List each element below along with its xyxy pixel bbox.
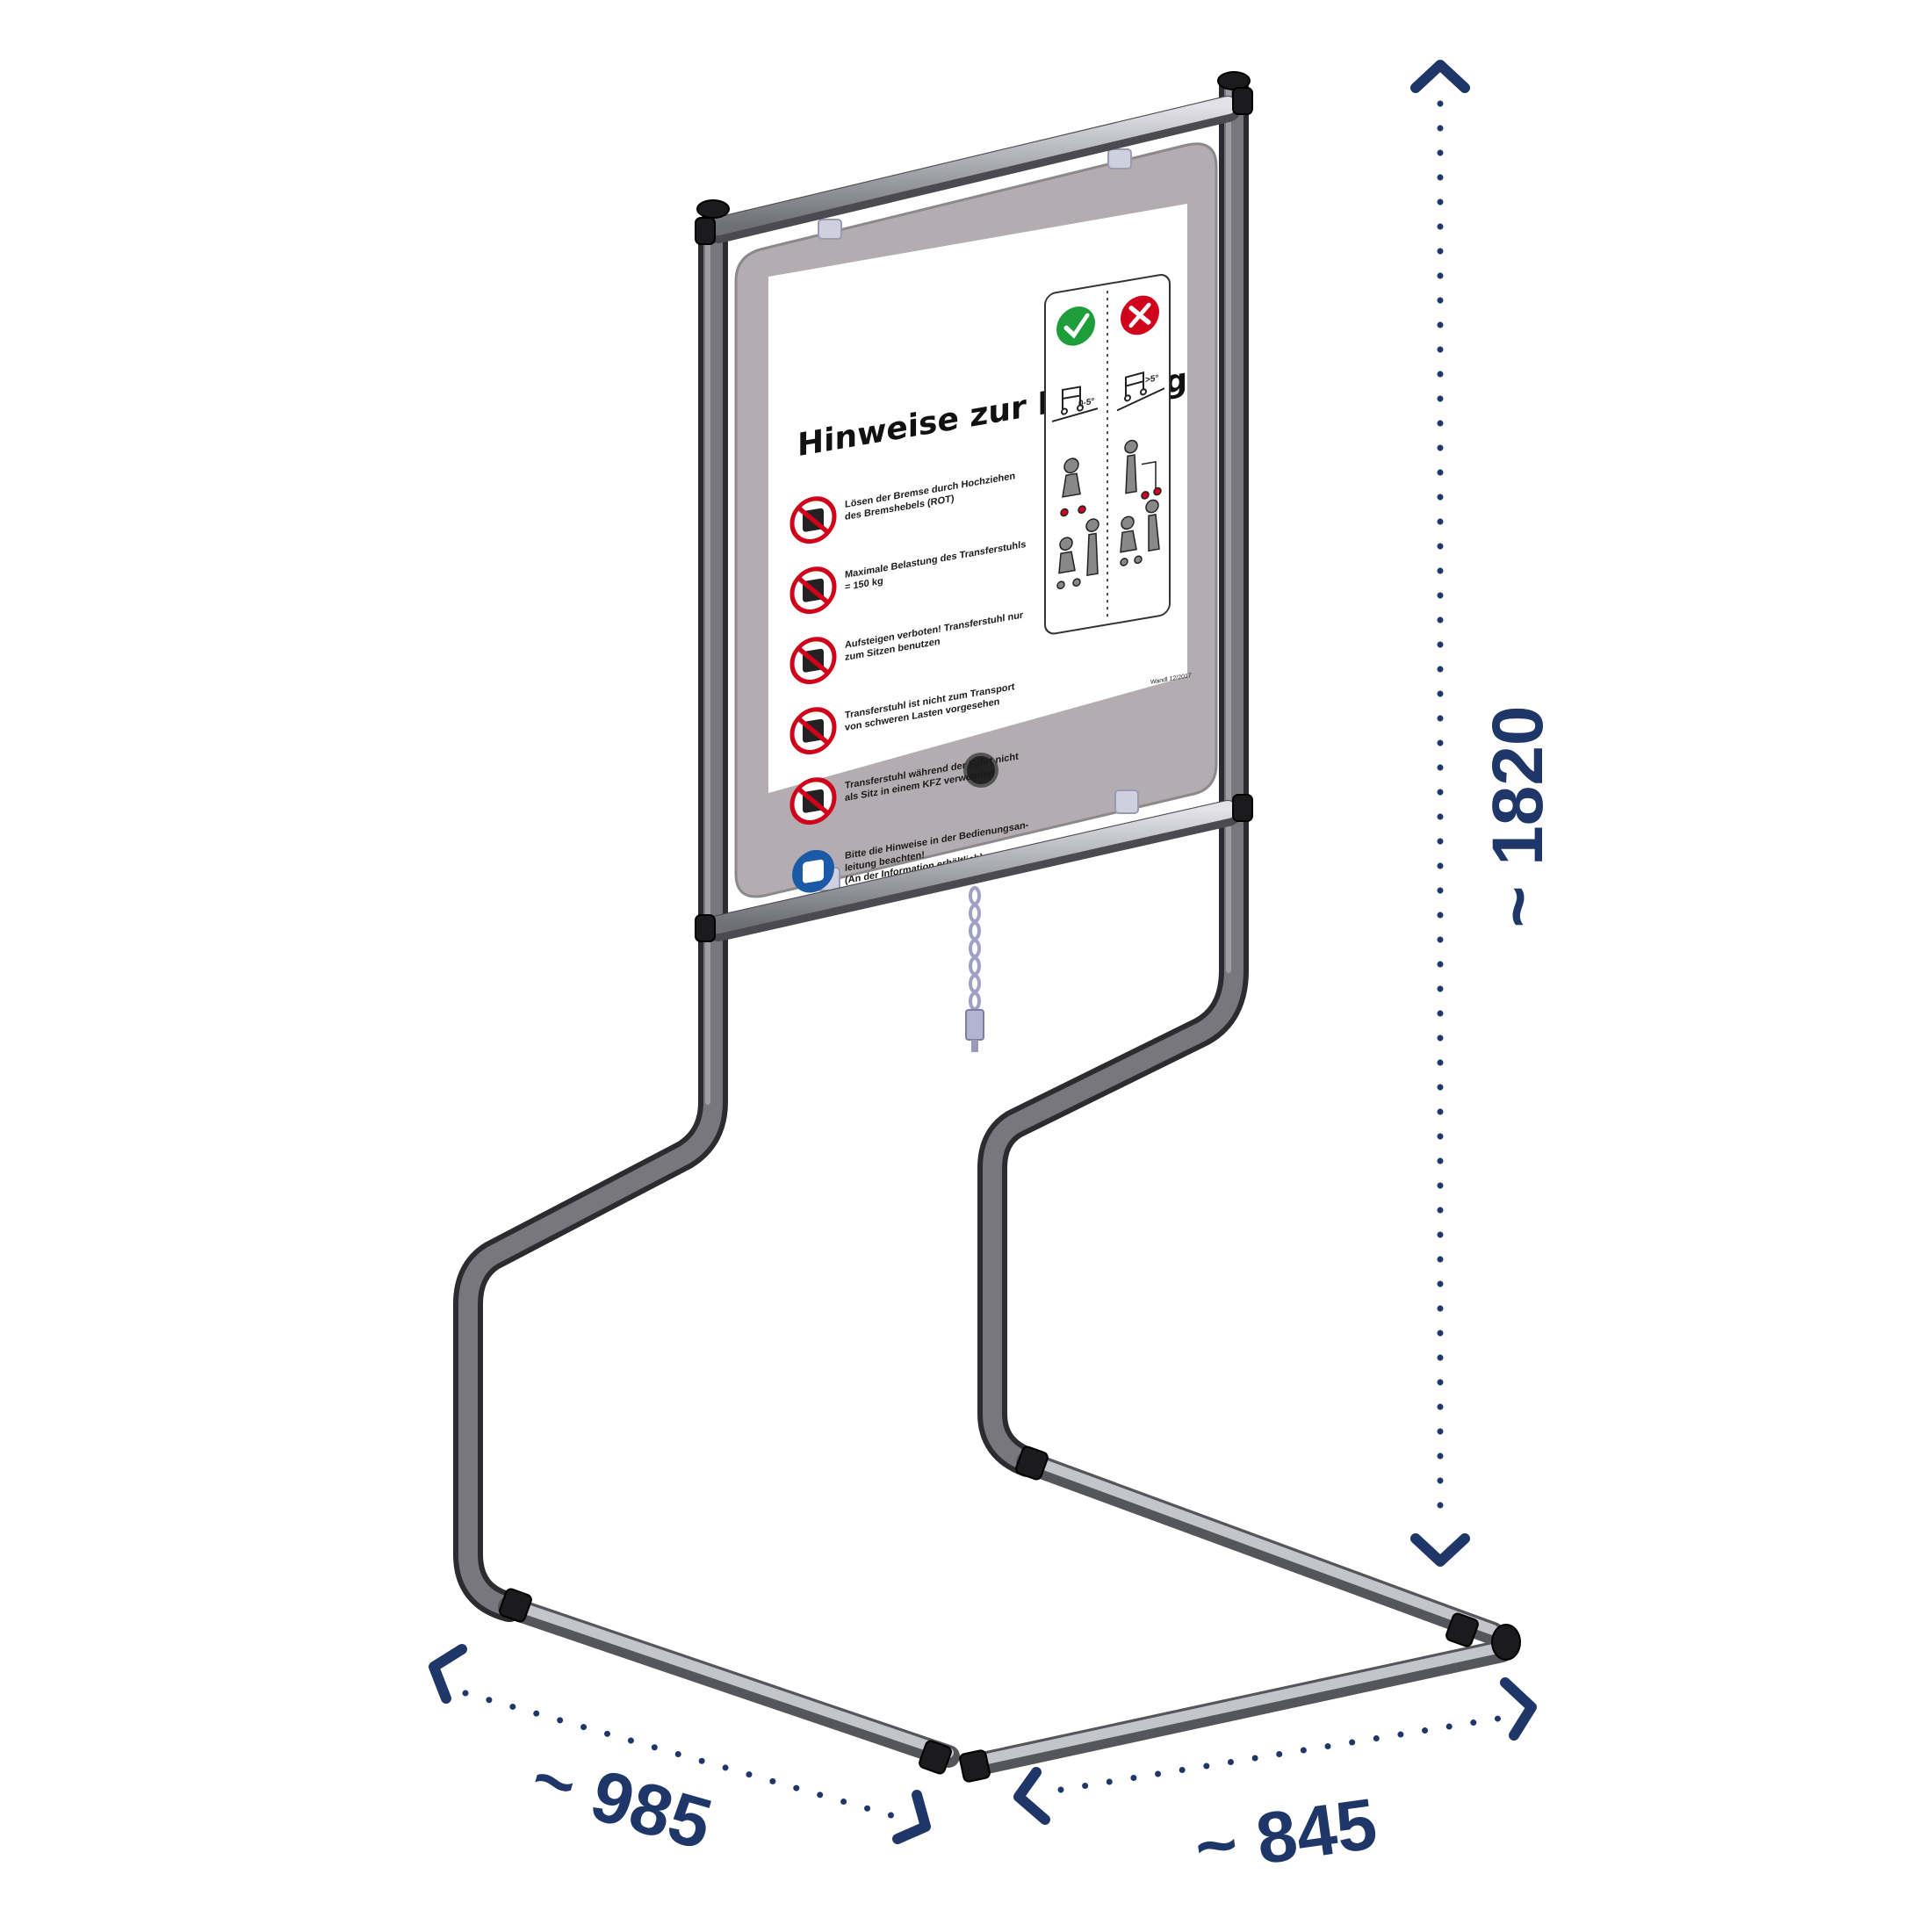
width-dotted-line xyxy=(1057,1714,1507,1793)
check-icon xyxy=(1056,306,1095,346)
height-bottom-arrow-icon xyxy=(1410,1533,1470,1567)
standing-person-not-ok-icon xyxy=(1124,439,1162,500)
lock-hole xyxy=(963,753,998,788)
cap xyxy=(1491,1624,1521,1661)
height-top-arrow-icon xyxy=(1410,60,1470,93)
slope-ok-label: 0-5° xyxy=(1078,397,1094,409)
no-vehicle-seat-icon xyxy=(789,777,837,825)
lower-bar-highlight xyxy=(710,801,1236,934)
depth-right-arrow-icon xyxy=(892,1790,931,1844)
cap xyxy=(695,217,716,245)
mount-tab xyxy=(1107,148,1132,169)
cap xyxy=(1015,1445,1049,1481)
brake-lever-prohibition-icon xyxy=(789,496,837,544)
slope-not-ok-icon xyxy=(1116,371,1165,412)
depth-left-arrow-icon xyxy=(429,1644,467,1704)
read-manual-icon xyxy=(792,849,834,893)
width-dimension: ~ 845 xyxy=(1013,1677,1537,1888)
mount-tab xyxy=(1114,789,1139,814)
cap xyxy=(959,1749,991,1783)
width-left-arrow-icon xyxy=(1013,1767,1050,1825)
pushing-assistant-ok-icon xyxy=(1056,518,1099,590)
cap xyxy=(1445,1612,1479,1647)
no-standing-icon xyxy=(789,637,837,685)
depth-dimension: ~ 985 xyxy=(429,1644,931,1865)
cap xyxy=(696,199,730,219)
max-load-150kg-icon xyxy=(789,566,837,615)
cap xyxy=(1232,794,1253,822)
chain-pin xyxy=(965,1009,984,1041)
seated-person-ok-icon xyxy=(1060,458,1086,517)
width-label: ~ 845 xyxy=(1190,1784,1381,1888)
top-bar-highlight xyxy=(710,97,1236,235)
sign-bars xyxy=(705,96,1241,941)
cap xyxy=(695,914,716,942)
cap xyxy=(499,1588,532,1623)
depth-label: ~ 985 xyxy=(523,1738,720,1865)
cap xyxy=(919,1740,952,1775)
cap xyxy=(1232,87,1253,115)
no-heavy-load-icon xyxy=(789,707,837,755)
comparison-panel: 0-5° >5° xyxy=(1044,274,1171,635)
width-right-arrow-icon xyxy=(1500,1677,1537,1741)
chain-pin-tip xyxy=(971,1040,978,1052)
mount-tab xyxy=(818,219,842,240)
joint-caps xyxy=(499,71,1521,1783)
slope-ok-icon xyxy=(1051,386,1099,422)
depth-dotted-line xyxy=(462,1690,898,1820)
cross-icon xyxy=(1121,295,1159,335)
walking-assistant-not-ok-icon xyxy=(1120,499,1160,566)
height-label: ~ 1820 xyxy=(1478,705,1558,927)
slope-not-ok-label: >5° xyxy=(1145,373,1158,386)
height-dimension: ~ 1820 xyxy=(1410,60,1558,1567)
chair-frame xyxy=(453,71,1513,1777)
hanging-chain xyxy=(965,886,984,1052)
